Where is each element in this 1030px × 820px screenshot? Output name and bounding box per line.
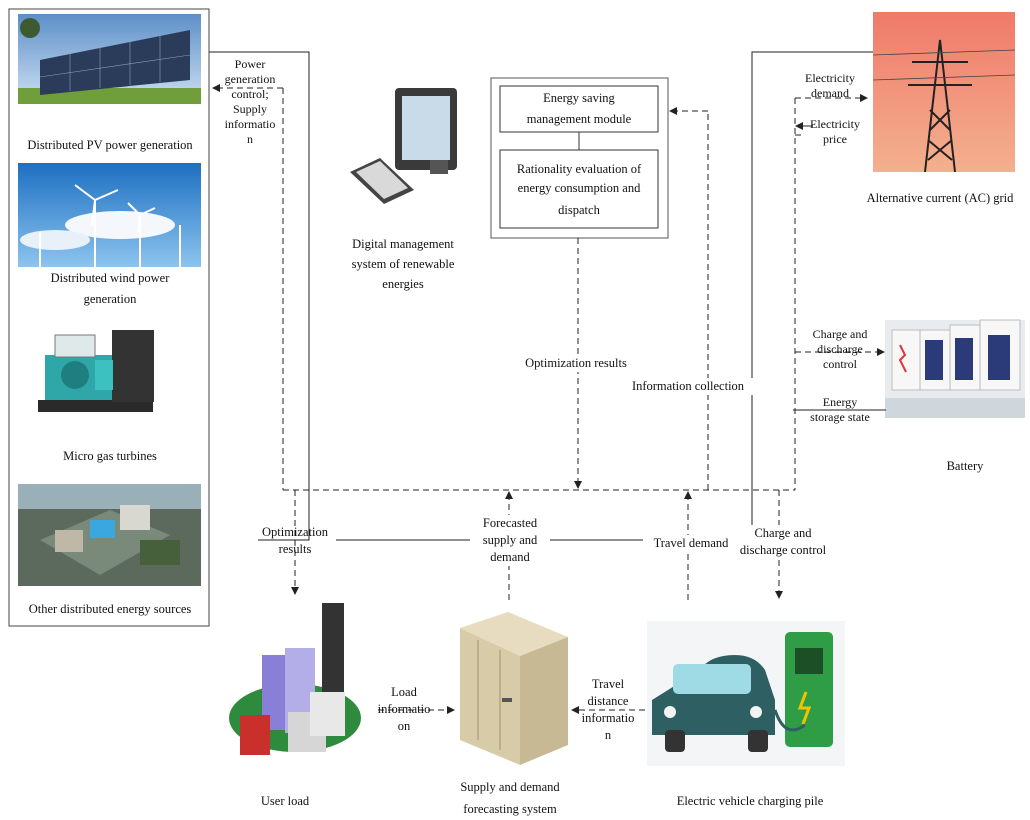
ev-charging-image — [647, 621, 845, 766]
gas-label: Micro gas turbines — [63, 449, 157, 463]
module-subtitle: Rationality evaluation of energy consump… — [516, 162, 642, 217]
ev-charging-label: Electric vehicle charging pile — [676, 794, 824, 808]
pv-panel-image — [18, 14, 201, 104]
load-information-label: Load informatio on — [377, 685, 431, 733]
server-image — [460, 612, 568, 765]
storage-state-label: Energy storage state — [810, 395, 870, 424]
gas-turbine-image — [38, 330, 154, 412]
dashed-connectors — [212, 84, 885, 714]
power-tower-image — [872, 12, 1016, 173]
digital-system-label: Digital management system of renewable e… — [351, 237, 455, 291]
sources-frame — [8, 8, 210, 627]
battery-image — [885, 319, 1025, 418]
wind-turbine-image — [18, 163, 201, 267]
charge-discharge-label: Charge and discharge control — [728, 525, 838, 559]
travel-demand-label: Travel demand — [643, 535, 739, 552]
battery-control-label: Charge and discharge control — [812, 327, 868, 371]
user-load-label: User load — [260, 794, 310, 808]
electricity-demand-label: Electricity demand — [805, 71, 855, 100]
module-title: Energy saving management module — [526, 91, 632, 126]
computer-image — [350, 88, 457, 204]
forecasted-label: Forecasted supply and demand — [470, 515, 550, 566]
information-collection-label: Information collection — [620, 378, 756, 395]
power-control-label: Power generation control; Supply informa… — [224, 57, 276, 146]
electricity-price-label: Electricity price — [810, 117, 860, 146]
battery-label: Battery — [946, 459, 984, 473]
distributed-plant-image — [18, 484, 201, 586]
pv-label: Distributed PV power generation — [27, 138, 193, 152]
forecast-system-label: Supply and demand forecasting system — [460, 780, 560, 816]
optimization-results-mid: Optimization results — [506, 355, 646, 372]
optimization-results-left: Optimization results — [262, 525, 328, 556]
wind-label: Distributed wind power generation — [50, 271, 170, 306]
other-label: Other distributed energy sources — [28, 602, 192, 616]
user-load-image — [229, 603, 361, 755]
ac-grid-label: Alternative current (AC) grid — [866, 191, 1014, 205]
travel-distance-label: Travel distance informatio n — [581, 677, 635, 742]
